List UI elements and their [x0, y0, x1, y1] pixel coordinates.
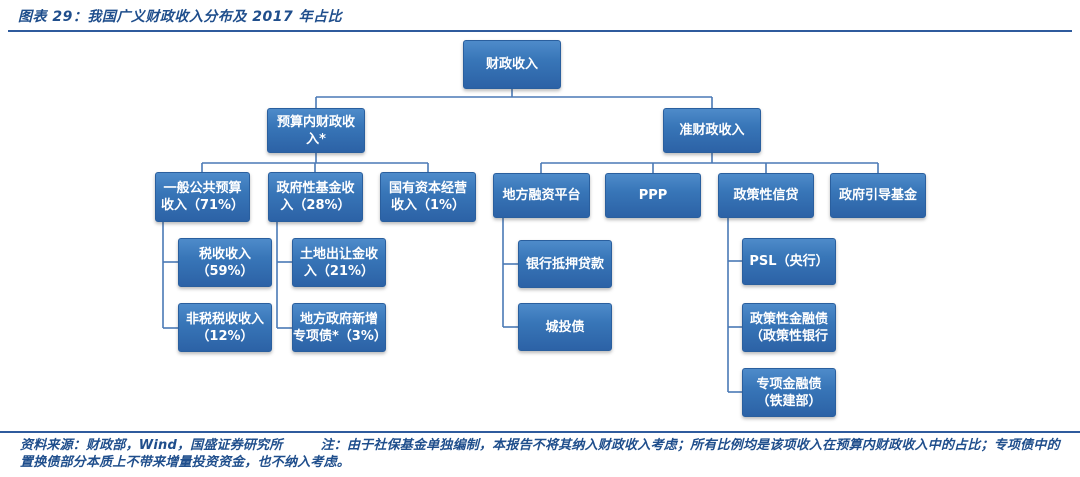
node-chengtou-bonds: 城投债: [518, 303, 612, 351]
footer-note: 资料来源：财政部，Wind，国盛证券研究所注：由于社保基金单独编制，本报告不将其…: [20, 437, 1066, 471]
node-local-special-bonds: 地方政府新增 专项债*（3%）: [292, 303, 387, 352]
node-state-capital: 国有资本经营 收入（1%）: [380, 172, 476, 222]
node-government-funds: 政府性基金收 入（28%）: [268, 172, 363, 222]
node-policy-financial-bonds: 政策性金融债 （政策性银行: [742, 303, 836, 352]
node-local-financing-platform: 地方融资平台: [493, 173, 590, 218]
note-text: 注：由于社保基金单独编制，本报告不将其纳入财政收入考虑；所有比例均是该项收入在预…: [20, 438, 1060, 470]
node-ppp: PPP: [605, 173, 701, 218]
node-fiscal-revenue: 财政收入: [463, 40, 561, 89]
node-psl-central-bank: PSL（央行）: [742, 238, 836, 285]
figure-title: 图表 29：我国广义财政收入分布及 2017 年占比: [18, 9, 343, 25]
source-text: 资料来源：财政部，Wind，国盛证券研究所: [20, 438, 283, 453]
node-policy-credit: 政策性信贷: [718, 173, 814, 218]
node-bank-mortgage-loans: 银行抵押贷款: [518, 240, 612, 288]
node-land-transfer-revenue: 土地出让金收 入（21%）: [292, 238, 386, 287]
footer-divider: [0, 431, 1080, 433]
node-special-financial-bonds: 专项金融债 （铁建部）: [742, 368, 836, 417]
node-non-tax-revenue: 非税税收收入 （12%）: [178, 303, 272, 352]
node-quasi-fiscal-revenue: 准财政收入: [663, 108, 761, 153]
node-general-public-budget: 一般公共预算 收入（71%）: [155, 172, 250, 222]
node-government-guidance-fund: 政府引导基金: [830, 173, 926, 218]
node-budgetary-revenue: 预算内财政收 入*: [267, 108, 365, 153]
node-tax-revenue: 税收收入 （59%）: [178, 238, 272, 287]
title-divider: [8, 30, 1072, 32]
